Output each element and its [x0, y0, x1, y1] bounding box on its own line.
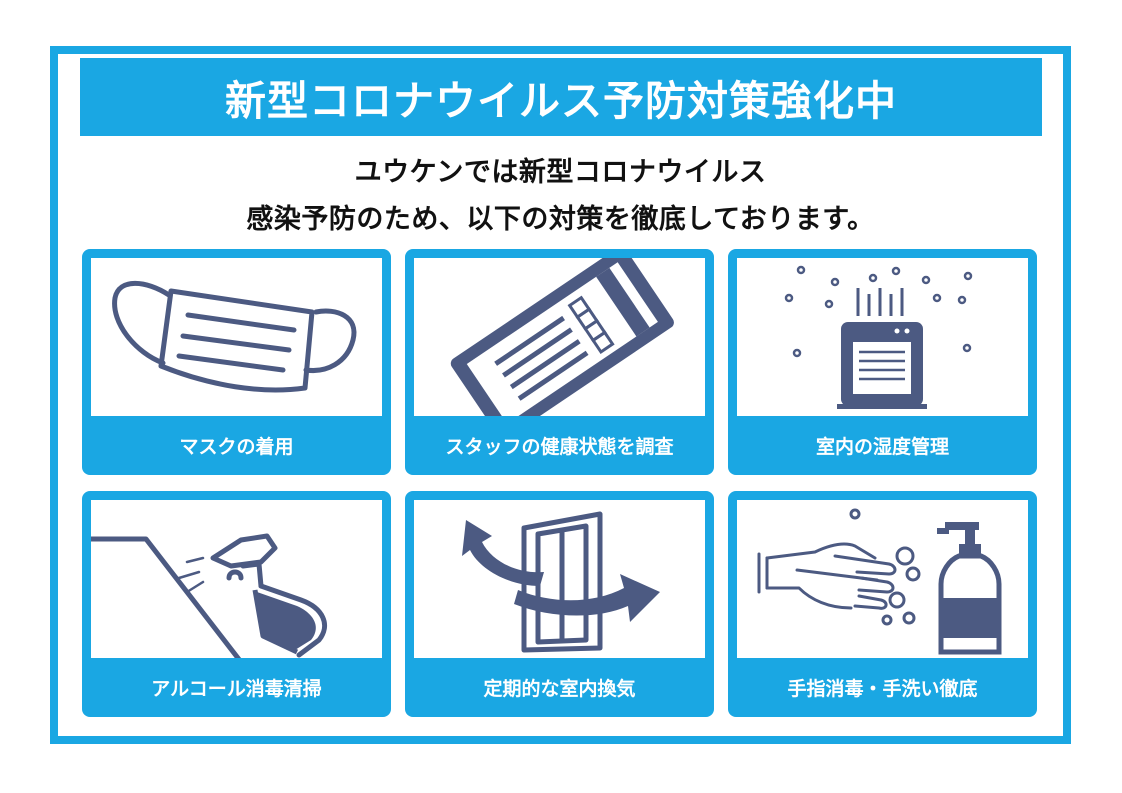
measure-label: 定期的な室内換気 [483, 678, 636, 700]
clipboard-checklist-icon [450, 258, 674, 416]
measure-card-staff-health: スタッフの健康状態を調査 [405, 249, 714, 475]
notice-poster: 新型コロナウイルス予防対策強化中 ユウケンでは新型コロナウイルス 感染予防のため… [50, 46, 1071, 744]
handwashing-icon [757, 508, 1002, 655]
poster-title: 新型コロナウイルス予防対策強化中 [225, 77, 897, 125]
measure-card-alcohol-cleaning: アルコール消毒清掃 [82, 491, 391, 717]
measure-label: アルコール消毒清掃 [151, 678, 322, 700]
measure-image-frame [414, 258, 705, 416]
measure-card-ventilation: 定期的な室内換気 [405, 491, 714, 717]
measure-image-frame [737, 500, 1028, 658]
face-mask-icon [112, 280, 357, 393]
measure-label: 手指消毒・手洗い徹底 [787, 678, 978, 700]
measure-image-frame [737, 258, 1028, 416]
spray-bottle-icon [91, 533, 327, 658]
measure-label: 室内の湿度管理 [815, 436, 949, 458]
measure-label: マスクの着用 [179, 436, 294, 458]
humidifier-icon [784, 265, 973, 409]
subtitle-line-1: ユウケンでは新型コロナウイルス [354, 157, 767, 188]
measure-image-frame [91, 500, 382, 658]
window-ventilation-icon [462, 511, 660, 653]
measure-image-frame [414, 500, 705, 658]
measure-label: スタッフの健康状態を調査 [445, 436, 674, 458]
measure-image-frame [91, 258, 382, 416]
measure-card-hand-sanitizing: 手指消毒・手洗い徹底 [728, 491, 1037, 717]
measure-card-mask: マスクの着用 [82, 249, 391, 475]
measure-card-humidity: 室内の湿度管理 [728, 249, 1037, 475]
subtitle-line-2: 感染予防のため、以下の対策を徹底しております。 [246, 204, 875, 235]
title-banner: 新型コロナウイルス予防対策強化中 [80, 58, 1042, 136]
